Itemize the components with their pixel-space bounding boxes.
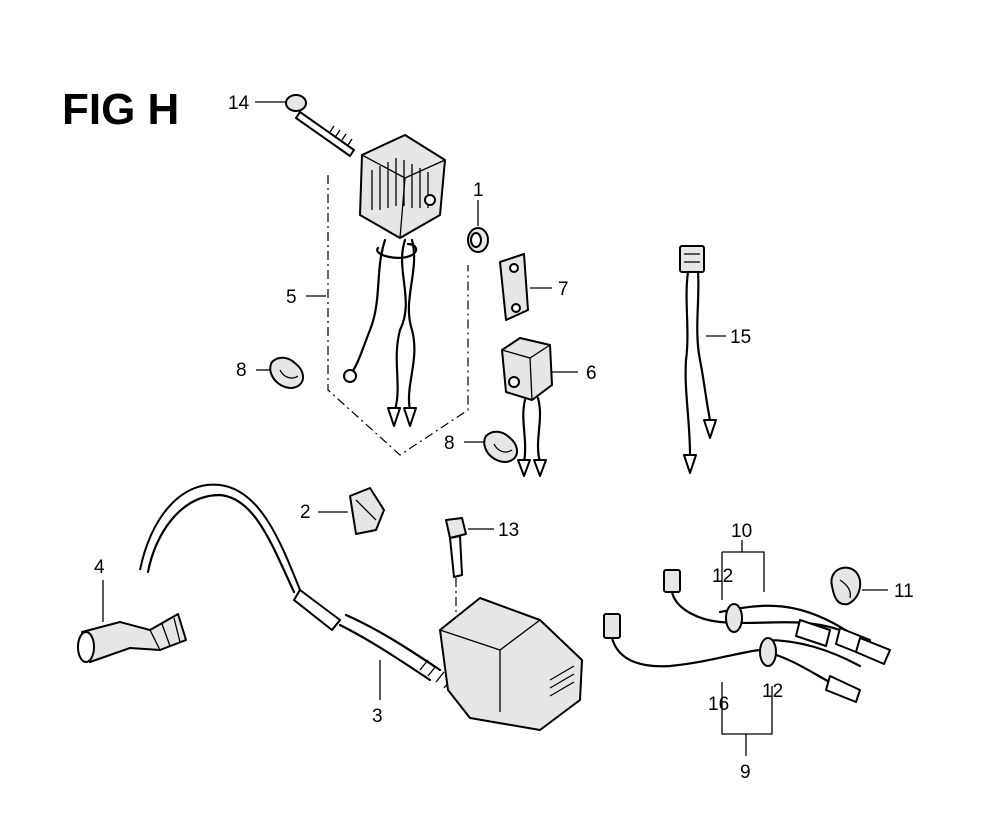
callout-12-bottom: 12 <box>762 681 783 702</box>
part-5-outline <box>327 175 469 456</box>
part-2-grommet <box>349 487 385 535</box>
callout-8-left: 8 <box>236 360 247 381</box>
leader-lines <box>102 101 888 756</box>
callout-13: 13 <box>498 520 519 541</box>
part-12-grommet-a <box>725 603 743 633</box>
callout-9: 9 <box>740 762 751 783</box>
callout-8-right: 8 <box>444 433 455 454</box>
callout-2: 2 <box>300 502 311 523</box>
part-4-plug-cap <box>77 613 187 663</box>
callout-7: 7 <box>558 279 569 300</box>
part-7-plate <box>499 253 529 321</box>
callouts: 14 1 7 5 6 8 8 15 2 13 4 3 10 12 11 16 1… <box>94 93 914 783</box>
part-5-regulator <box>343 134 446 427</box>
callout-4: 4 <box>94 557 105 578</box>
callout-10: 10 <box>731 521 752 542</box>
part-11-clamp <box>830 566 862 606</box>
part-8-clip-a <box>269 356 304 389</box>
part-14-bolt <box>285 94 355 157</box>
part-1-collar <box>467 227 489 253</box>
callout-12-top: 12 <box>712 566 733 587</box>
callout-3: 3 <box>372 706 383 727</box>
callout-16: 16 <box>708 694 729 715</box>
callout-11: 11 <box>894 581 914 602</box>
part-6-unit <box>501 337 553 477</box>
part-3-ignition-coil <box>139 483 583 731</box>
part-8-clip-b <box>483 430 518 463</box>
callout-6: 6 <box>586 363 597 384</box>
callout-15: 15 <box>730 327 751 348</box>
callout-1: 1 <box>473 180 484 201</box>
part-12-grommet-b <box>759 637 777 667</box>
part-15-harness <box>679 245 717 474</box>
figure-title: FIG H <box>62 85 179 134</box>
callout-14: 14 <box>228 93 250 114</box>
part-13-bolt <box>445 517 467 612</box>
part-10-wire <box>663 569 891 665</box>
callout-5: 5 <box>286 287 297 308</box>
